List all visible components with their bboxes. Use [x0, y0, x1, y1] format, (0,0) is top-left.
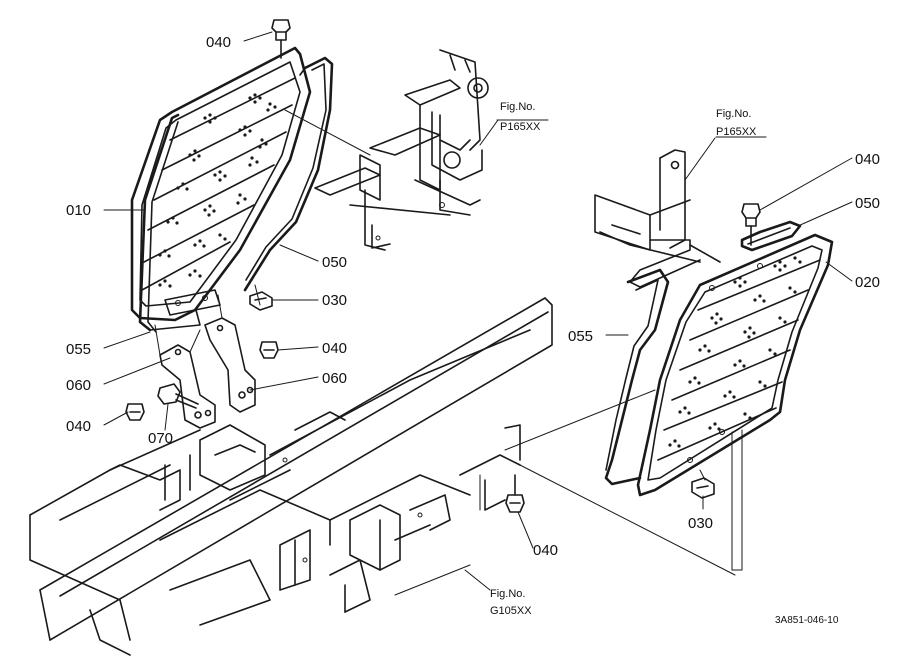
callout-040-left: 040: [66, 418, 91, 435]
callout-060-right: 060: [322, 370, 347, 387]
phantom-lines: [154, 109, 743, 596]
callout-020: 020: [855, 274, 880, 291]
fig-ref-left-line1: Fig.No.: [500, 101, 535, 113]
callout-070: 070: [148, 430, 173, 447]
callout-040-mid: 040: [322, 340, 347, 357]
left-hardware: [125, 19, 291, 421]
mount-assembly-center: [314, 49, 489, 251]
left-support-brackets: [159, 294, 256, 429]
part-callouts: 040 010 050 030 055 040 060 060 040 070 …: [66, 34, 880, 559]
callout-030-right: 030: [688, 515, 713, 532]
right-fender-guard: [636, 233, 834, 497]
right-handle-bar: [740, 220, 802, 252]
left-fender-guard: [130, 46, 312, 322]
right-edge-seal: [604, 268, 670, 486]
callout-055-left: 055: [66, 341, 91, 358]
chassis-frame: [29, 297, 553, 656]
callout-060-left: 060: [66, 377, 91, 394]
mount-bracket-right: [594, 149, 721, 288]
callout-050-right: 050: [855, 195, 880, 212]
callout-030-left: 030: [322, 292, 347, 309]
left-handle-bar: [243, 56, 334, 292]
callout-050-left: 050: [322, 254, 347, 271]
fig-ref-bottom-line2: G105XX: [490, 605, 532, 617]
fig-ref-right-line1: Fig.No.: [716, 108, 751, 120]
leader-lines: [103, 31, 853, 591]
callout-040-top: 040: [206, 34, 231, 51]
callout-040-bottom: 040: [533, 542, 558, 559]
left-edge-seal: [138, 113, 201, 333]
callout-055-right: 055: [568, 328, 593, 345]
right-hardware: [505, 203, 761, 513]
figure-references: Fig.No. P165XX Fig.No. P165XX Fig.No. G1…: [490, 101, 839, 626]
fig-ref-left-line2: P165XX: [500, 121, 541, 133]
fig-ref-right-line2: P165XX: [716, 126, 757, 138]
drawing-code: 3A851-046-10: [775, 615, 839, 626]
callout-010: 010: [66, 202, 91, 219]
fig-ref-bottom-line1: Fig.No.: [490, 588, 525, 600]
callout-040-right-top: 040: [855, 151, 880, 168]
